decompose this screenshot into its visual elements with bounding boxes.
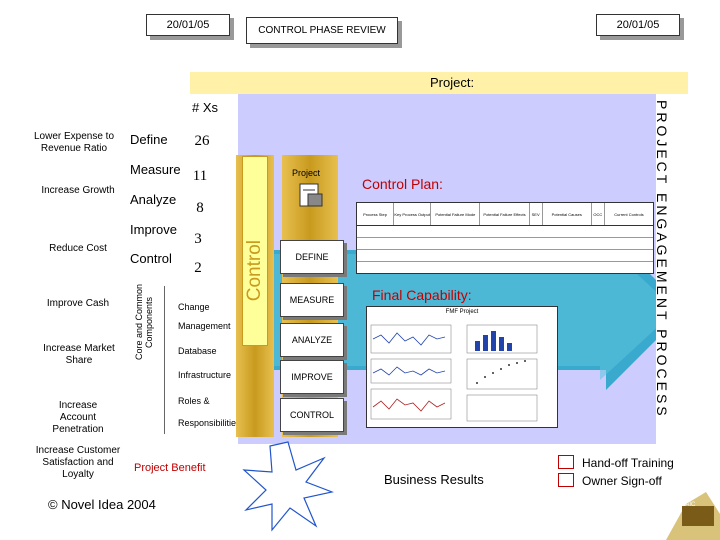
control-plan-col: Current Controls [614, 211, 644, 217]
phase-analyze: Analyze [130, 192, 177, 207]
control-button[interactable]: CONTROL [280, 398, 344, 432]
header-date-left: 20/01/05 [146, 14, 230, 36]
dmaic-logo-text: DMAIC [676, 502, 696, 508]
header-date-right: 20/01/05 [596, 14, 680, 36]
count-define: 26 [194, 133, 210, 149]
project-benefit-label: Project Benefit [134, 462, 206, 474]
component-change: Change [178, 302, 210, 312]
control-plan-col: Potential Causes [543, 203, 592, 225]
phase-measure: Measure [130, 162, 181, 177]
handoff-training-label: Hand-off Training [582, 456, 674, 470]
core-components-label: Core and Common Components [134, 283, 154, 361]
project-charter-icon[interactable] [298, 182, 324, 208]
control-plan-col: OCC [592, 203, 605, 225]
control-plan-col: Process Step [357, 203, 395, 225]
analyze-button[interactable]: ANALYZE [280, 323, 344, 357]
capability-charts [370, 324, 538, 422]
control-plan-table: Process Step Key Process Output Potentia… [356, 202, 654, 274]
benefit-increase-growth: Increase Growth [41, 185, 115, 196]
component-responsibilities: Responsibilities [178, 418, 238, 428]
engagement-banner [656, 94, 688, 444]
control-plan-col: Potential Failure Mode [431, 203, 481, 225]
control-banner [242, 156, 268, 346]
improve-button[interactable]: IMPROVE [280, 360, 344, 394]
define-button[interactable]: DEFINE [280, 240, 344, 274]
engagement-banner-text: PROJECT ENGAGEMENT PROCESS [654, 100, 670, 419]
count-control: 2 [194, 260, 202, 276]
measure-button[interactable]: MEASURE [280, 283, 344, 317]
xs-label: # Xs [192, 100, 219, 115]
control-plan-col: Key Process Output [394, 203, 432, 225]
benefit-improve-cash: Improve Cash [46, 298, 110, 309]
count-analyze: 8 [196, 200, 204, 216]
copyright: © Novel Idea 2004 [48, 497, 156, 512]
component-roles: Roles & [178, 396, 210, 406]
phase-improve: Improve [130, 222, 177, 237]
owner-signoff-checkbox[interactable] [558, 473, 574, 487]
count-measure: 11 [192, 168, 208, 184]
business-results-label: Business Results [384, 472, 484, 487]
benefit-customer-satisfaction: Increase Customer Satisfaction and Loyal… [35, 445, 121, 480]
owner-signoff-label: Owner Sign-off [582, 474, 662, 488]
final-capability-doc-title: FMF Project [445, 309, 479, 315]
component-infrastructure: Infrastructure [178, 370, 232, 380]
benefit-lower-expense: Lower Expense to Revenue Ratio [33, 131, 115, 154]
core-components-bracket [164, 286, 171, 434]
phase-define: Define [130, 132, 168, 147]
component-database: Database [178, 346, 217, 356]
phase-control: Control [130, 251, 172, 266]
control-plan-col: SEV [530, 203, 543, 225]
benefit-account-penetration: Increase Account Penetration [52, 400, 104, 435]
project-band [190, 72, 688, 94]
control-plan-col: Potential Failure Effects [480, 203, 530, 225]
project-label: Project: [430, 75, 475, 90]
handoff-training-checkbox[interactable] [558, 455, 574, 469]
charter-document-icon [299, 183, 323, 207]
benefit-market-share: Increase Market Share [43, 343, 115, 366]
count-improve: 3 [194, 231, 202, 247]
project-benefit-starburst [242, 441, 334, 532]
component-management: Management [178, 321, 231, 331]
final-capability-doc: FMF Project [366, 306, 558, 428]
header-title: CONTROL PHASE REVIEW [246, 17, 398, 44]
control-plan-title: Control Plan: [362, 176, 443, 192]
benefit-reduce-cost: Reduce Cost [49, 243, 107, 254]
final-capability-title: Final Capability: [372, 287, 472, 303]
control-banner-text: Control [244, 240, 265, 302]
project-charter-caption: Project [292, 168, 321, 178]
dmaic-logo-icon [666, 492, 720, 540]
